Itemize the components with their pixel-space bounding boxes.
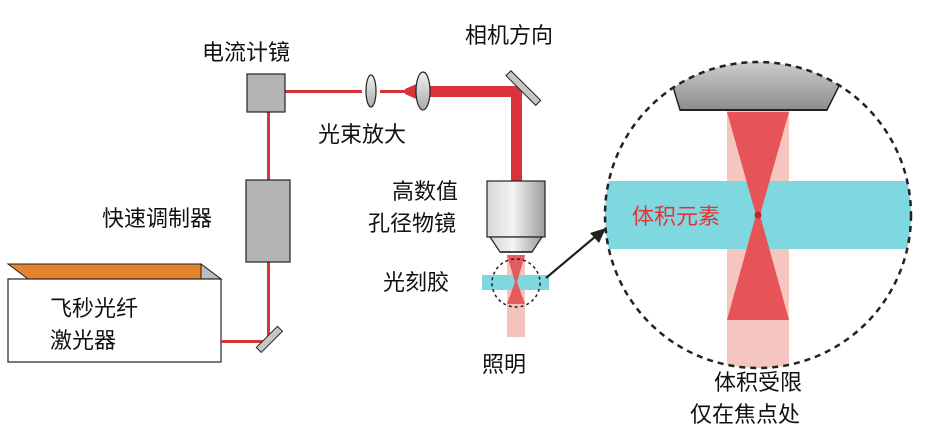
label-objective-line1: 高数值 (392, 180, 458, 205)
expander-lens-small (365, 74, 377, 108)
focus-cone (507, 255, 525, 304)
label-galvo: 电流计镜 (202, 41, 290, 66)
label-voxel: 体积元素 (632, 205, 720, 230)
label-beam-expand: 光束放大 (318, 123, 406, 148)
bottom-mirror (255, 325, 284, 354)
label-camera-direction: 相机方向 (465, 24, 553, 49)
beam-path (221, 90, 408, 343)
expander-lens-large (415, 71, 431, 111)
label-illumination: 照明 (482, 353, 526, 378)
high-na-objective (486, 180, 546, 253)
expanded-beam (423, 86, 515, 97)
fast-modulator (245, 179, 291, 263)
label-confined-line1: 体积受限 (714, 371, 802, 396)
label-photoresist: 光刻胶 (383, 271, 449, 296)
label-confined-line2: 仅在焦点处 (690, 403, 800, 428)
label-objective-line2: 孔径物镜 (368, 212, 456, 237)
voxel-point (754, 211, 762, 219)
femtosecond-fiber-laser (6, 263, 223, 363)
label-laser-line1: 飞秒光纤 (50, 297, 138, 322)
camera-mirror (505, 70, 542, 107)
zoom-region-circle (491, 258, 541, 308)
zoom-arrow (545, 235, 597, 279)
label-laser-line2: 激光器 (50, 329, 116, 354)
galvo-mirror (246, 73, 286, 113)
zoom-circle-border (603, 60, 913, 370)
label-modulator: 快速调制器 (102, 207, 212, 232)
